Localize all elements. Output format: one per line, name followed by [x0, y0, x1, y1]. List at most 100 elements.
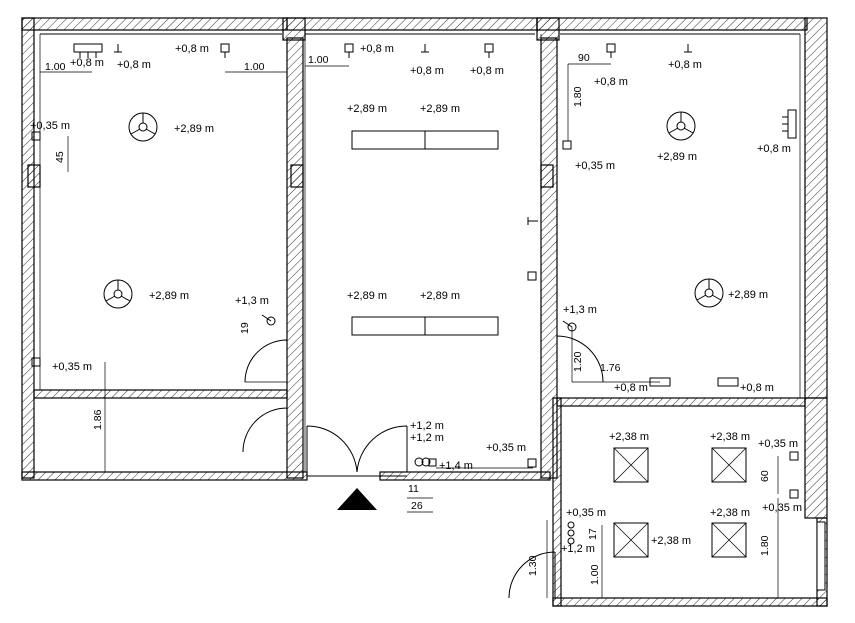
- dimension-label: 1.80: [572, 86, 584, 107]
- dimension-lines: [40, 63, 779, 598]
- dimension-label: 1.80: [759, 535, 771, 556]
- wall-right-upper: [804, 17, 828, 399]
- socket-icon: [220, 43, 230, 58]
- wall-partition-lower-right: [552, 397, 562, 607]
- box-light-icon: [613, 447, 649, 483]
- wall-top-right-upper: [536, 17, 560, 41]
- door-left-room: [244, 339, 288, 383]
- ceiling-lamps: [103, 111, 747, 558]
- light-height-label: +2,89 m: [149, 290, 189, 302]
- door-small-room: [242, 407, 288, 453]
- wall-bottom-right: [552, 597, 828, 607]
- light-height-label: +2,89 m: [657, 151, 697, 163]
- socket-height-label: +0,35 m: [486, 442, 526, 454]
- socket-height-label: +0,8 m: [410, 65, 444, 77]
- panel-light-icon: [351, 316, 426, 336]
- socket-icon: [31, 131, 41, 141]
- dimension-label: 60: [759, 470, 771, 482]
- dimension-label: 1.30: [527, 555, 539, 576]
- socket-icon: [114, 44, 122, 53]
- doors: [242, 335, 604, 599]
- socket-icon: [527, 458, 537, 468]
- socket-height-label: +0,8 m: [594, 76, 628, 88]
- socket-height-label: +0,35 m: [762, 502, 802, 514]
- socket-height-label: +0,8 m: [175, 43, 209, 55]
- light-height-label: +2,89 m: [347, 103, 387, 115]
- socket-icon: [484, 43, 494, 58]
- socket-height-label: +0,8 m: [614, 382, 648, 394]
- wall-stub-left: [27, 164, 41, 188]
- socket-icon: [344, 43, 354, 58]
- socket-height-label: +0,35 m: [758, 438, 798, 450]
- dimension-label: 1.00: [589, 564, 601, 585]
- light-height-label: +2,89 m: [174, 123, 214, 135]
- socket-height-label: +0,35 m: [30, 120, 70, 132]
- socket-icon: [789, 451, 799, 461]
- dimension-label: 1.00: [308, 54, 329, 66]
- panel-light-icon: [351, 130, 426, 150]
- socket-height-label: +0,8 m: [668, 59, 702, 71]
- wall-left: [21, 17, 35, 479]
- door-entrance-left: [306, 425, 358, 473]
- box-light-icon: [613, 522, 649, 558]
- socket-height-label: +0,8 m: [360, 43, 394, 55]
- socket-height-label: +0,35 m: [566, 507, 606, 519]
- socket-height-label: +0,8 m: [757, 143, 791, 155]
- socket-icon: [782, 109, 797, 139]
- dimension-label: 1.76: [600, 362, 621, 374]
- ceiling-lamp-icon: [128, 112, 158, 142]
- switch-height-label: +1,3 m: [563, 304, 597, 316]
- switch-height-label: +1,2 m: [561, 543, 595, 555]
- socket-icon: [31, 357, 41, 367]
- switch-height-label: +1,2 m: [410, 432, 444, 444]
- light-height-label: +2,89 m: [420, 290, 460, 302]
- panel-light-icon: [424, 130, 499, 150]
- door-right-room: [556, 335, 604, 383]
- socket-icon: [73, 43, 103, 58]
- dimension-label: 26: [411, 500, 423, 512]
- dimension-label: 11: [408, 483, 419, 495]
- light-height-label: +2,38 m: [710, 431, 750, 443]
- wall-bottom-left: [21, 471, 308, 481]
- light-height-label: +2,89 m: [420, 103, 460, 115]
- box-light-icon: [711, 522, 747, 558]
- switch-height-label: +1,3 m: [235, 295, 269, 307]
- socket-icon: [684, 44, 692, 53]
- ceiling-lamp-icon: [103, 279, 133, 309]
- switch-height-label: +1,2 m: [410, 420, 444, 432]
- entrance-arrow-icon: [337, 488, 377, 510]
- light-height-label: +2,38 m: [651, 535, 691, 547]
- socket-height-label: +0,8 m: [70, 57, 104, 69]
- wall-top-mid: [286, 17, 538, 31]
- switch-height-label: +1,4 m: [439, 460, 473, 472]
- switch-icon: [562, 320, 577, 332]
- socket-height-label: +0,8 m: [117, 59, 151, 71]
- socket-icon: [421, 44, 429, 53]
- switch-icon: [414, 457, 437, 467]
- socket-height-label: +0,8 m: [740, 382, 774, 394]
- wall-top-left: [21, 17, 288, 31]
- light-height-label: +2,89 m: [728, 289, 768, 301]
- socket-icon: [527, 271, 537, 281]
- light-height-label: +2,89 m: [347, 290, 387, 302]
- dimension-label: 1.86: [92, 409, 104, 430]
- wall-top-right: [536, 17, 808, 31]
- box-light-icon: [711, 447, 747, 483]
- switch-icon: [567, 521, 575, 545]
- wall-horizontal-left: [33, 389, 288, 399]
- wall-horizontal-right: [556, 397, 806, 407]
- socket-icon: [562, 140, 572, 150]
- dimension-label: 90: [578, 52, 590, 64]
- socket-icon: [789, 489, 799, 499]
- socket-height-label: +0,8 m: [470, 65, 504, 77]
- socket-height-label: +0,35 m: [52, 361, 92, 373]
- wall-partition-left: [286, 37, 304, 479]
- dimension-label: 17: [587, 528, 599, 540]
- light-height-label: +2,38 m: [710, 507, 750, 519]
- dimension-label: 1.00: [45, 61, 66, 73]
- socket-icon: [606, 43, 616, 58]
- ceiling-lamp-icon: [694, 278, 724, 308]
- walls: [21, 17, 828, 607]
- window-right-bottom: [816, 521, 826, 591]
